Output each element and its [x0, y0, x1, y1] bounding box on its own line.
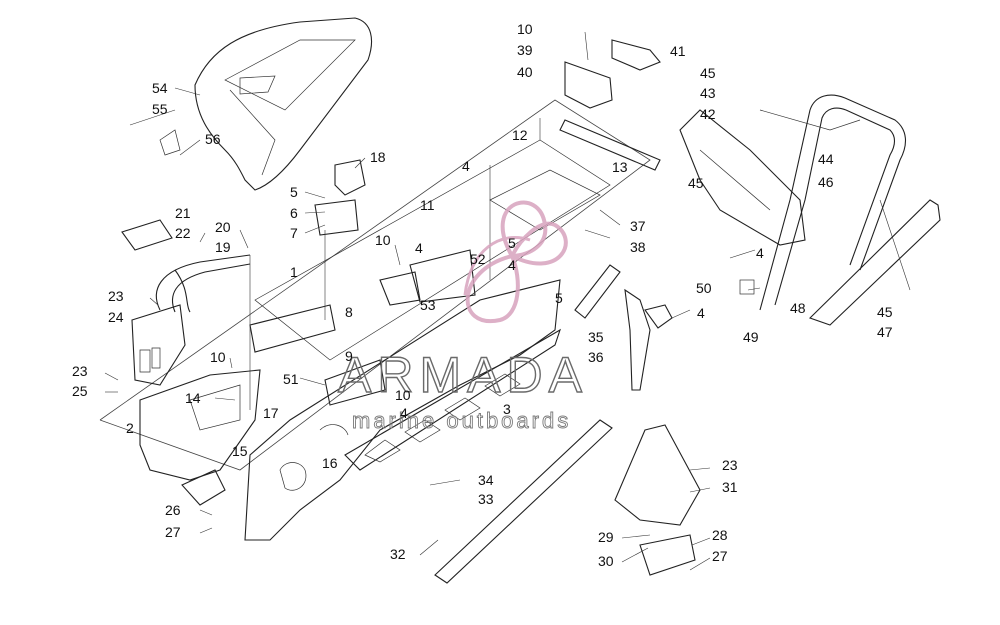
callout-label: 4 [415, 240, 423, 256]
side-panel-part [131, 304, 186, 386]
rear-bracket-part [139, 369, 261, 481]
callout-label: 10 [210, 349, 226, 365]
callout-label: 10 [375, 232, 391, 248]
seat-part [159, 17, 372, 191]
grab-handle-part [155, 254, 251, 313]
callout-label: 21 [175, 205, 191, 221]
tunnel-frame-outline [99, 99, 651, 471]
callout-label: 29 [598, 529, 614, 545]
callout-label: 33 [478, 491, 494, 507]
callout-label: 40 [517, 64, 533, 80]
callout-label: 44 [818, 151, 834, 167]
callout-label: 5 [555, 290, 563, 306]
callout-label: 55 [152, 101, 168, 117]
callout-label: 9 [345, 348, 353, 364]
callout-label: 17 [263, 405, 279, 421]
callout-label: 1 [290, 264, 298, 280]
callout-label: 10 [517, 21, 533, 37]
callout-label: 42 [700, 106, 716, 122]
callout-label: 14 [185, 390, 201, 406]
callout-label: 4 [400, 405, 408, 421]
callout-label: 23 [722, 457, 738, 473]
small-parts [121, 159, 755, 506]
callout-label: 51 [283, 371, 299, 387]
crossbar-part [434, 419, 613, 584]
callout-label: 15 [232, 443, 248, 459]
callout-label: 19 [215, 239, 231, 255]
watermark: ARMADA marine outboards [337, 200, 588, 433]
callout-label: 31 [722, 479, 738, 495]
callout-label: 41 [670, 43, 686, 59]
callout-label: 45 [700, 65, 716, 81]
callout-label: 25 [72, 383, 88, 399]
callout-label: 20 [215, 219, 231, 235]
watermark-tagline: marine outboards [352, 408, 571, 433]
callout-label: 48 [790, 300, 806, 316]
callout-label: 52 [470, 251, 486, 267]
callout-label: 4 [508, 257, 516, 273]
callout-label: 32 [390, 546, 406, 562]
callout-label: 26 [165, 502, 181, 518]
running-board-part [344, 328, 561, 471]
callout-label: 11 [420, 197, 435, 213]
callout-label: 45 [688, 175, 704, 191]
callout-label: 36 [588, 349, 604, 365]
callout-label: 49 [743, 329, 759, 345]
callout-label: 27 [165, 524, 181, 540]
callout-label: 39 [517, 42, 533, 58]
rear-bracket-top-part [564, 39, 661, 109]
callout-label: 4 [756, 245, 764, 261]
callout-label: 54 [152, 80, 168, 96]
callout-label: 50 [696, 280, 712, 296]
callout-label: 16 [322, 455, 338, 471]
propeller-logo-icon [463, 200, 568, 324]
callout-label: 22 [175, 225, 191, 241]
callout-label: 34 [478, 472, 494, 488]
rail-part [559, 119, 661, 171]
callout-label: 23 [72, 363, 88, 379]
leader-lines [104, 31, 911, 571]
callout-label: 7 [290, 225, 298, 241]
callout-label: 12 [512, 127, 528, 143]
tail-housing-part [679, 109, 806, 246]
callout-label: 28 [712, 527, 728, 543]
callout-label: 24 [108, 309, 124, 325]
callout-label: 4 [697, 305, 705, 321]
callout-label: 5 [290, 184, 298, 200]
callout-label: 2 [126, 420, 134, 436]
callout-label: 4 [462, 158, 470, 174]
rear-bumper-part [759, 94, 906, 311]
callout-label: 37 [630, 218, 646, 234]
skid-plate-part [808, 199, 941, 326]
watermark-brand: ARMADA [338, 347, 588, 403]
tunnel-top-part [254, 139, 611, 361]
tunnel-side-part [244, 279, 561, 541]
callout-label: 6 [290, 205, 298, 221]
callout-label: 30 [598, 553, 614, 569]
callout-label: 46 [818, 174, 834, 190]
callout-label: 3 [503, 401, 511, 417]
callout-label: 45 [877, 304, 893, 320]
callout-label: 10 [395, 387, 411, 403]
callout-label: 18 [370, 149, 386, 165]
callout-label: 8 [345, 304, 353, 320]
callout-label: 47 [877, 324, 893, 340]
callout-label: 27 [712, 548, 728, 564]
callout-label: 5 [508, 235, 516, 251]
callout-label: 23 [108, 288, 124, 304]
callout-label: 13 [612, 159, 628, 175]
callout-label: 43 [700, 85, 716, 101]
callout-labels: 54 55 56 18 5 6 7 21 22 20 19 1 23 24 23… [72, 21, 893, 569]
callout-label: 35 [588, 329, 604, 345]
strap-part [574, 264, 651, 391]
lower-bracket-part [614, 424, 701, 576]
callout-label: 56 [205, 131, 221, 147]
callout-label: 38 [630, 239, 646, 255]
callout-label: 53 [420, 297, 436, 313]
